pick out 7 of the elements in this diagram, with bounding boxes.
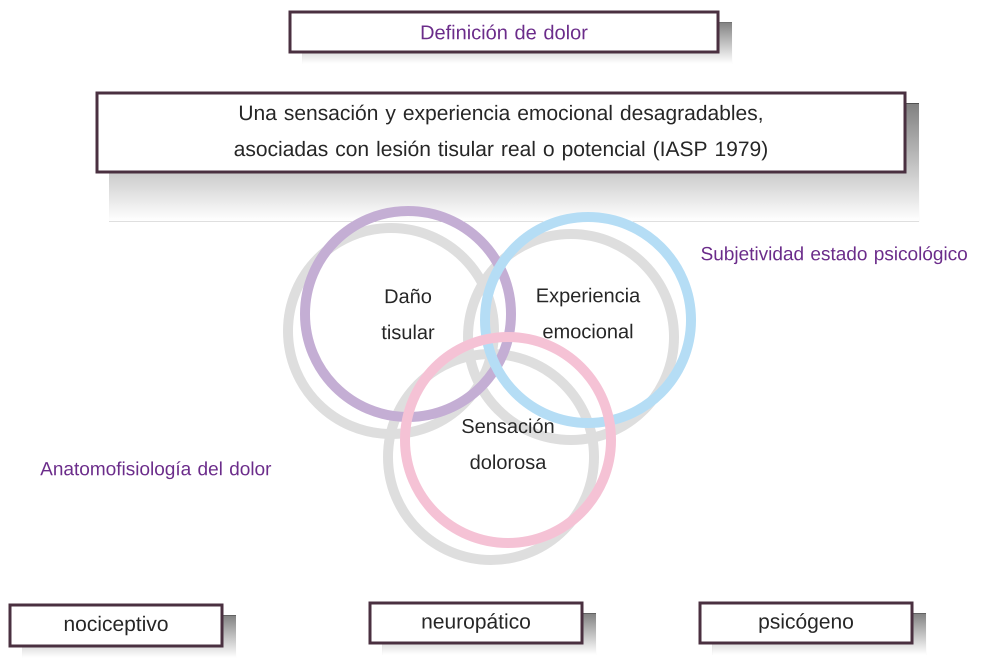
category-box: neuropático bbox=[368, 602, 596, 655]
category-box: psicógeno bbox=[698, 602, 926, 655]
section-heading: Anatomofisiología del dolor bbox=[40, 461, 272, 480]
definition-box: Una sensación y experiencia emocional desagradables, asociadas con lesión tisular real o potencial (IASP 1979) bbox=[96, 92, 920, 222]
title-box: Definición de dolor bbox=[288, 10, 732, 64]
category-box: nociceptivo bbox=[8, 604, 236, 658]
section-heading: Subjetividad estado psicológico bbox=[701, 246, 967, 264]
